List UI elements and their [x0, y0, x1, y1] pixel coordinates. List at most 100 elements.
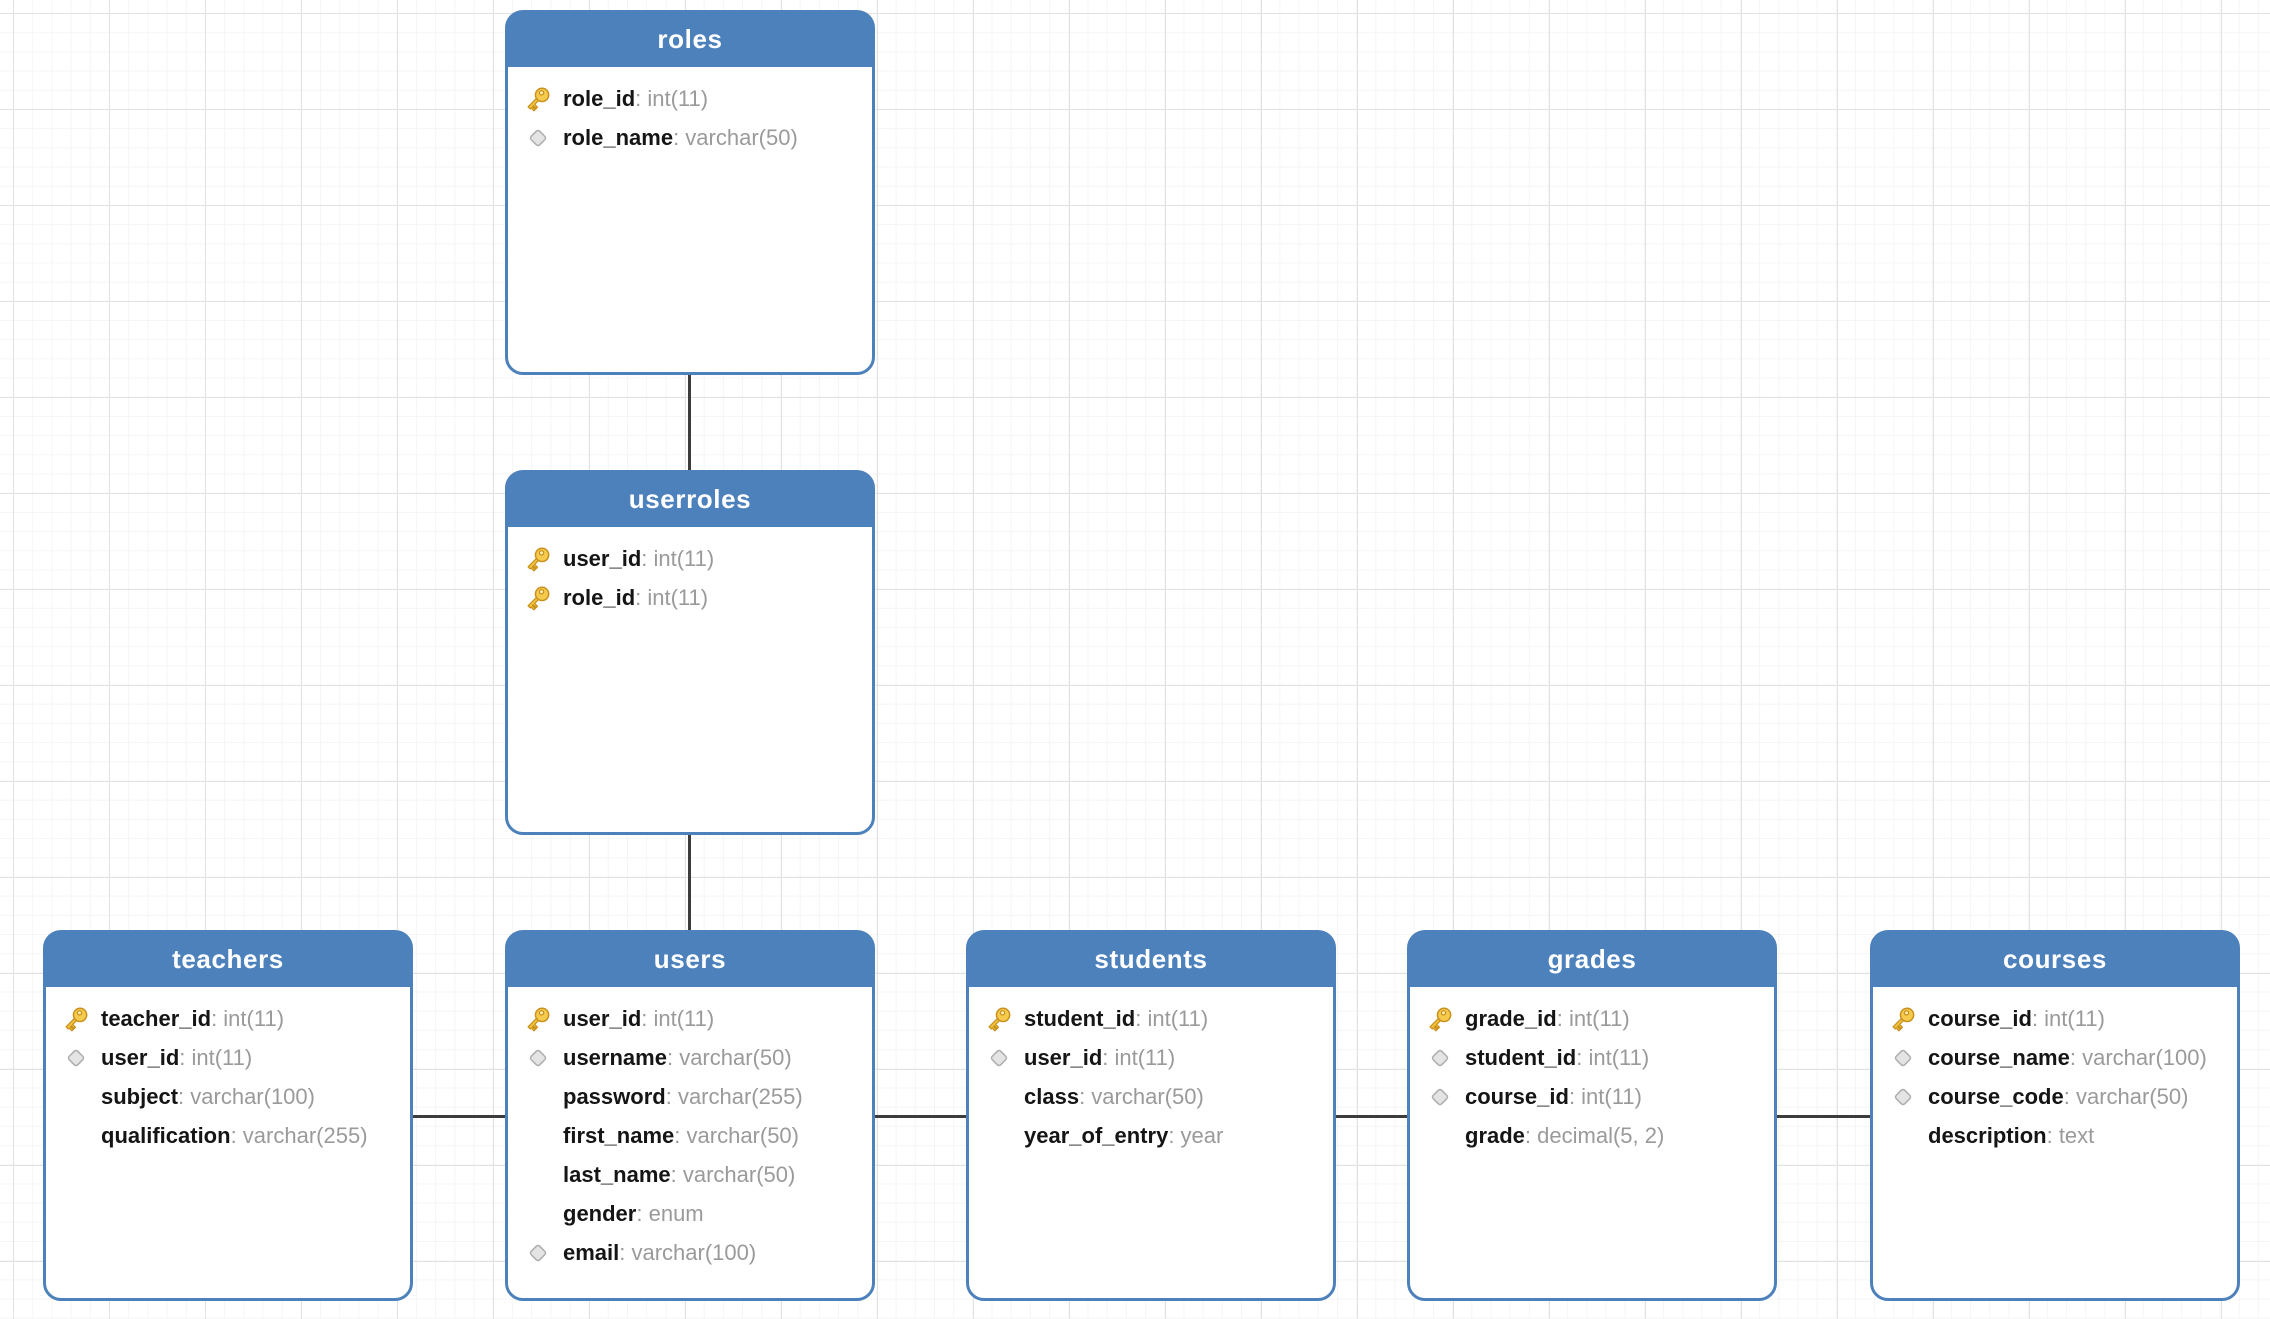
table-header[interactable]: students [968, 932, 1334, 987]
field-row: student_idint(11) [1410, 1038, 1774, 1077]
relation-teachers-users [411, 1115, 507, 1118]
table-title: roles [657, 24, 723, 54]
table-title: courses [2003, 944, 2107, 974]
field-type: varchar(50) [673, 125, 797, 151]
field-row: gradedecimal(5, 2) [1410, 1116, 1774, 1155]
field-name: qualification [101, 1122, 231, 1148]
index-icon [520, 1236, 556, 1270]
field-type: varchar(255) [666, 1084, 803, 1110]
field-row: genderenum [508, 1194, 872, 1233]
field-list: student_idint(11) user_idint(11) classva… [969, 987, 1333, 1155]
primary-key-icon [520, 542, 556, 576]
field-type: decimal(5, 2) [1525, 1123, 1664, 1149]
primary-key-icon [1422, 1002, 1458, 1036]
table-header[interactable]: userroles [507, 472, 873, 527]
table-users[interactable]: users user_idint(11) username varchar(50)… [505, 930, 875, 1301]
field-row: course_codevarchar(50) [1873, 1077, 2237, 1116]
field-name: password [563, 1083, 666, 1109]
field-name: course_id [1928, 1005, 2032, 1031]
field-type: varchar(50) [674, 1123, 799, 1149]
field-icon-spacer [520, 1080, 556, 1114]
table-header[interactable]: roles [507, 12, 873, 67]
field-row: course_namevarchar(100) [1873, 1038, 2237, 1077]
table-title: grades [1547, 944, 1637, 974]
field-name: student_id [1024, 1005, 1136, 1031]
field-type: varchar(50) [2064, 1084, 2188, 1110]
field-name: course_id [1465, 1083, 1569, 1109]
table-header[interactable]: users [507, 932, 873, 987]
field-type: varchar(50) [1079, 1084, 1203, 1110]
field-row: user_idint(11) [969, 1038, 1333, 1077]
field-name: year_of_entry [1024, 1122, 1169, 1148]
field-name: user_id [1024, 1044, 1103, 1070]
field-type: varchar(100) [619, 1240, 757, 1266]
field-row: role_idint(11) [508, 79, 872, 118]
field-row: course_idint(11) [1873, 999, 2237, 1038]
table-grades[interactable]: grades grade_idint(11) student_idint(11)… [1407, 930, 1777, 1301]
field-type: varchar(255) [231, 1123, 368, 1149]
field-icon-spacer [1422, 1119, 1458, 1153]
field-row: teacher_idint(11) [46, 999, 410, 1038]
index-icon [520, 1041, 556, 1075]
table-userroles[interactable]: userroles user_idint(11) role_idint(11) [505, 470, 875, 835]
table-courses[interactable]: courses course_idint(11) course_namevarc… [1870, 930, 2240, 1301]
field-name: subject [101, 1083, 179, 1109]
field-row: subjectvarchar(100) [46, 1077, 410, 1116]
field-name: student_id [1465, 1044, 1577, 1070]
relation-roles-userroles [688, 375, 691, 472]
field-row: user_idint(11) [508, 999, 872, 1038]
field-icon-spacer [981, 1080, 1017, 1114]
index-icon [58, 1041, 94, 1075]
field-name: username [563, 1044, 667, 1070]
field-type: varchar(100) [2070, 1045, 2207, 1071]
field-name: user_id [563, 1005, 642, 1031]
field-icon-spacer [58, 1080, 94, 1114]
field-name: course_code [1928, 1083, 2064, 1109]
table-header[interactable]: courses [1872, 932, 2238, 987]
primary-key-icon [520, 1002, 556, 1036]
primary-key-icon [58, 1002, 94, 1036]
field-type: int(11) [2032, 1006, 2105, 1032]
field-row: course_idint(11) [1410, 1077, 1774, 1116]
field-row: qualificationvarchar(255) [46, 1116, 410, 1155]
field-icon-spacer [1885, 1119, 1921, 1153]
field-row: last_namevarchar(50) [508, 1155, 872, 1194]
table-students[interactable]: students student_id int(11) user_idint(11… [966, 930, 1336, 1301]
field-icon-spacer [520, 1197, 556, 1231]
field-row: emailvarchar(100) [508, 1233, 872, 1272]
table-header[interactable]: grades [1409, 932, 1775, 987]
primary-key-icon [981, 1002, 1017, 1036]
field-icon-spacer [981, 1119, 1017, 1153]
field-name: grade [1465, 1122, 1525, 1148]
relation-grades-courses [1775, 1115, 1872, 1118]
field-row: user_idint(11) [508, 539, 872, 578]
field-name: last_name [563, 1161, 671, 1187]
field-name: role_id [563, 584, 636, 610]
field-row: grade_idint(11) [1410, 999, 1774, 1038]
table-teachers[interactable]: teachers teacher_idint(11) user_idint(11… [43, 930, 413, 1301]
primary-key-icon [1885, 1002, 1921, 1036]
relation-users-students [873, 1115, 968, 1118]
field-type: int(11) [1102, 1045, 1176, 1071]
field-icon-spacer [520, 1119, 556, 1153]
field-type: enum [636, 1201, 704, 1227]
field-list: role_idint(11) role_namevarchar(50) [508, 67, 872, 157]
field-type: int(11) [211, 1006, 284, 1032]
field-type: int(11) [635, 86, 708, 112]
field-row: role_namevarchar(50) [508, 118, 872, 157]
field-type: varchar(50) [671, 1162, 795, 1188]
table-title: users [653, 944, 727, 974]
field-row: user_idint(11) [46, 1038, 410, 1077]
field-name: course_name [1928, 1044, 2070, 1070]
field-name: first_name [563, 1122, 675, 1148]
table-header[interactable]: teachers [45, 932, 411, 987]
field-row: passwordvarchar(255) [508, 1077, 872, 1116]
table-title: teachers [172, 944, 284, 974]
primary-key-icon [520, 82, 556, 116]
field-name: role_id [563, 85, 636, 111]
table-roles[interactable]: roles role_idint(11) role_namevarchar(50… [505, 10, 875, 375]
field-name: user_id [563, 545, 642, 571]
field-type: int(11) [1576, 1045, 1649, 1071]
field-type: int(11) [635, 585, 708, 611]
index-icon [1885, 1080, 1921, 1114]
